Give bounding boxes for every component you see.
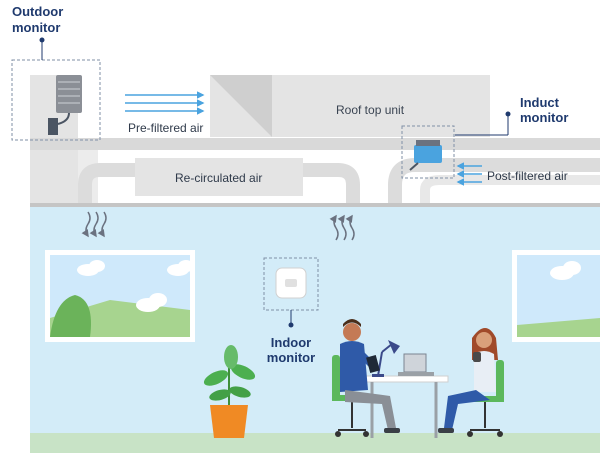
induct-monitor-device-icon: [414, 145, 442, 163]
room: [30, 203, 600, 453]
pre-filtered-air-label: Pre-filtered air: [128, 121, 203, 135]
outdoor-monitor-device-icon: [48, 118, 58, 135]
post-filtered-air-label: Post-filtered air: [487, 169, 568, 183]
outdoor-monitor-dashed-box: [11, 59, 101, 141]
recirc-duct-right-bend: [303, 163, 360, 205]
outdoor-monitor-label-line2: monitor: [12, 20, 60, 35]
cloud-icon: [550, 261, 581, 280]
induct-monitor-group: Induct monitor: [401, 95, 568, 179]
ductwork: [30, 75, 600, 205]
laptop-icon: [398, 353, 434, 376]
recirc-duct-left-bend: [78, 163, 135, 205]
indoor-monitor-label-line1: Indoor: [271, 335, 311, 350]
plant-icon: [203, 345, 256, 438]
ceiling-line: [30, 203, 600, 207]
person-woman-icon: [438, 328, 498, 433]
airflow-down-icon: [81, 211, 107, 238]
re-circulated-air-label: Re-circulated air: [175, 171, 262, 185]
induct-monitor-label-line1: Induct: [520, 95, 560, 110]
person-man-icon: [340, 319, 400, 433]
induct-monitor-dashed-box: [401, 125, 455, 179]
tree-icon: [50, 295, 91, 337]
induct-monitor-label-line2: monitor: [520, 110, 568, 125]
desk-scene: [332, 319, 504, 438]
window-right: [512, 250, 600, 342]
indoor-monitor-label-line2: monitor: [267, 350, 315, 365]
window-left: [45, 250, 195, 342]
post-filter-duct-inner: [420, 175, 600, 205]
roof-top-unit-label: Roof top unit: [336, 103, 405, 117]
post-filtered-arrows: [456, 162, 482, 186]
main-supply-duct: [30, 138, 500, 150]
outdoor-monitor-louver-icon: [56, 75, 82, 113]
recirc-duct-body: [135, 158, 303, 196]
desk-lamp-icon: [372, 340, 400, 377]
indoor-monitor-group: Indoor monitor: [263, 257, 319, 365]
roof-top-unit-inlet: [210, 75, 272, 137]
cloud-icon: [77, 260, 194, 312]
outdoor-monitor-group: Outdoor monitor: [11, 4, 101, 141]
pre-filtered-arrows: [125, 91, 205, 115]
outdoor-monitor-label-line1: Outdoor: [12, 4, 63, 19]
post-filter-duct-top: [488, 138, 600, 150]
airflow-up-icon: [329, 214, 355, 241]
room-floor: [30, 433, 600, 453]
